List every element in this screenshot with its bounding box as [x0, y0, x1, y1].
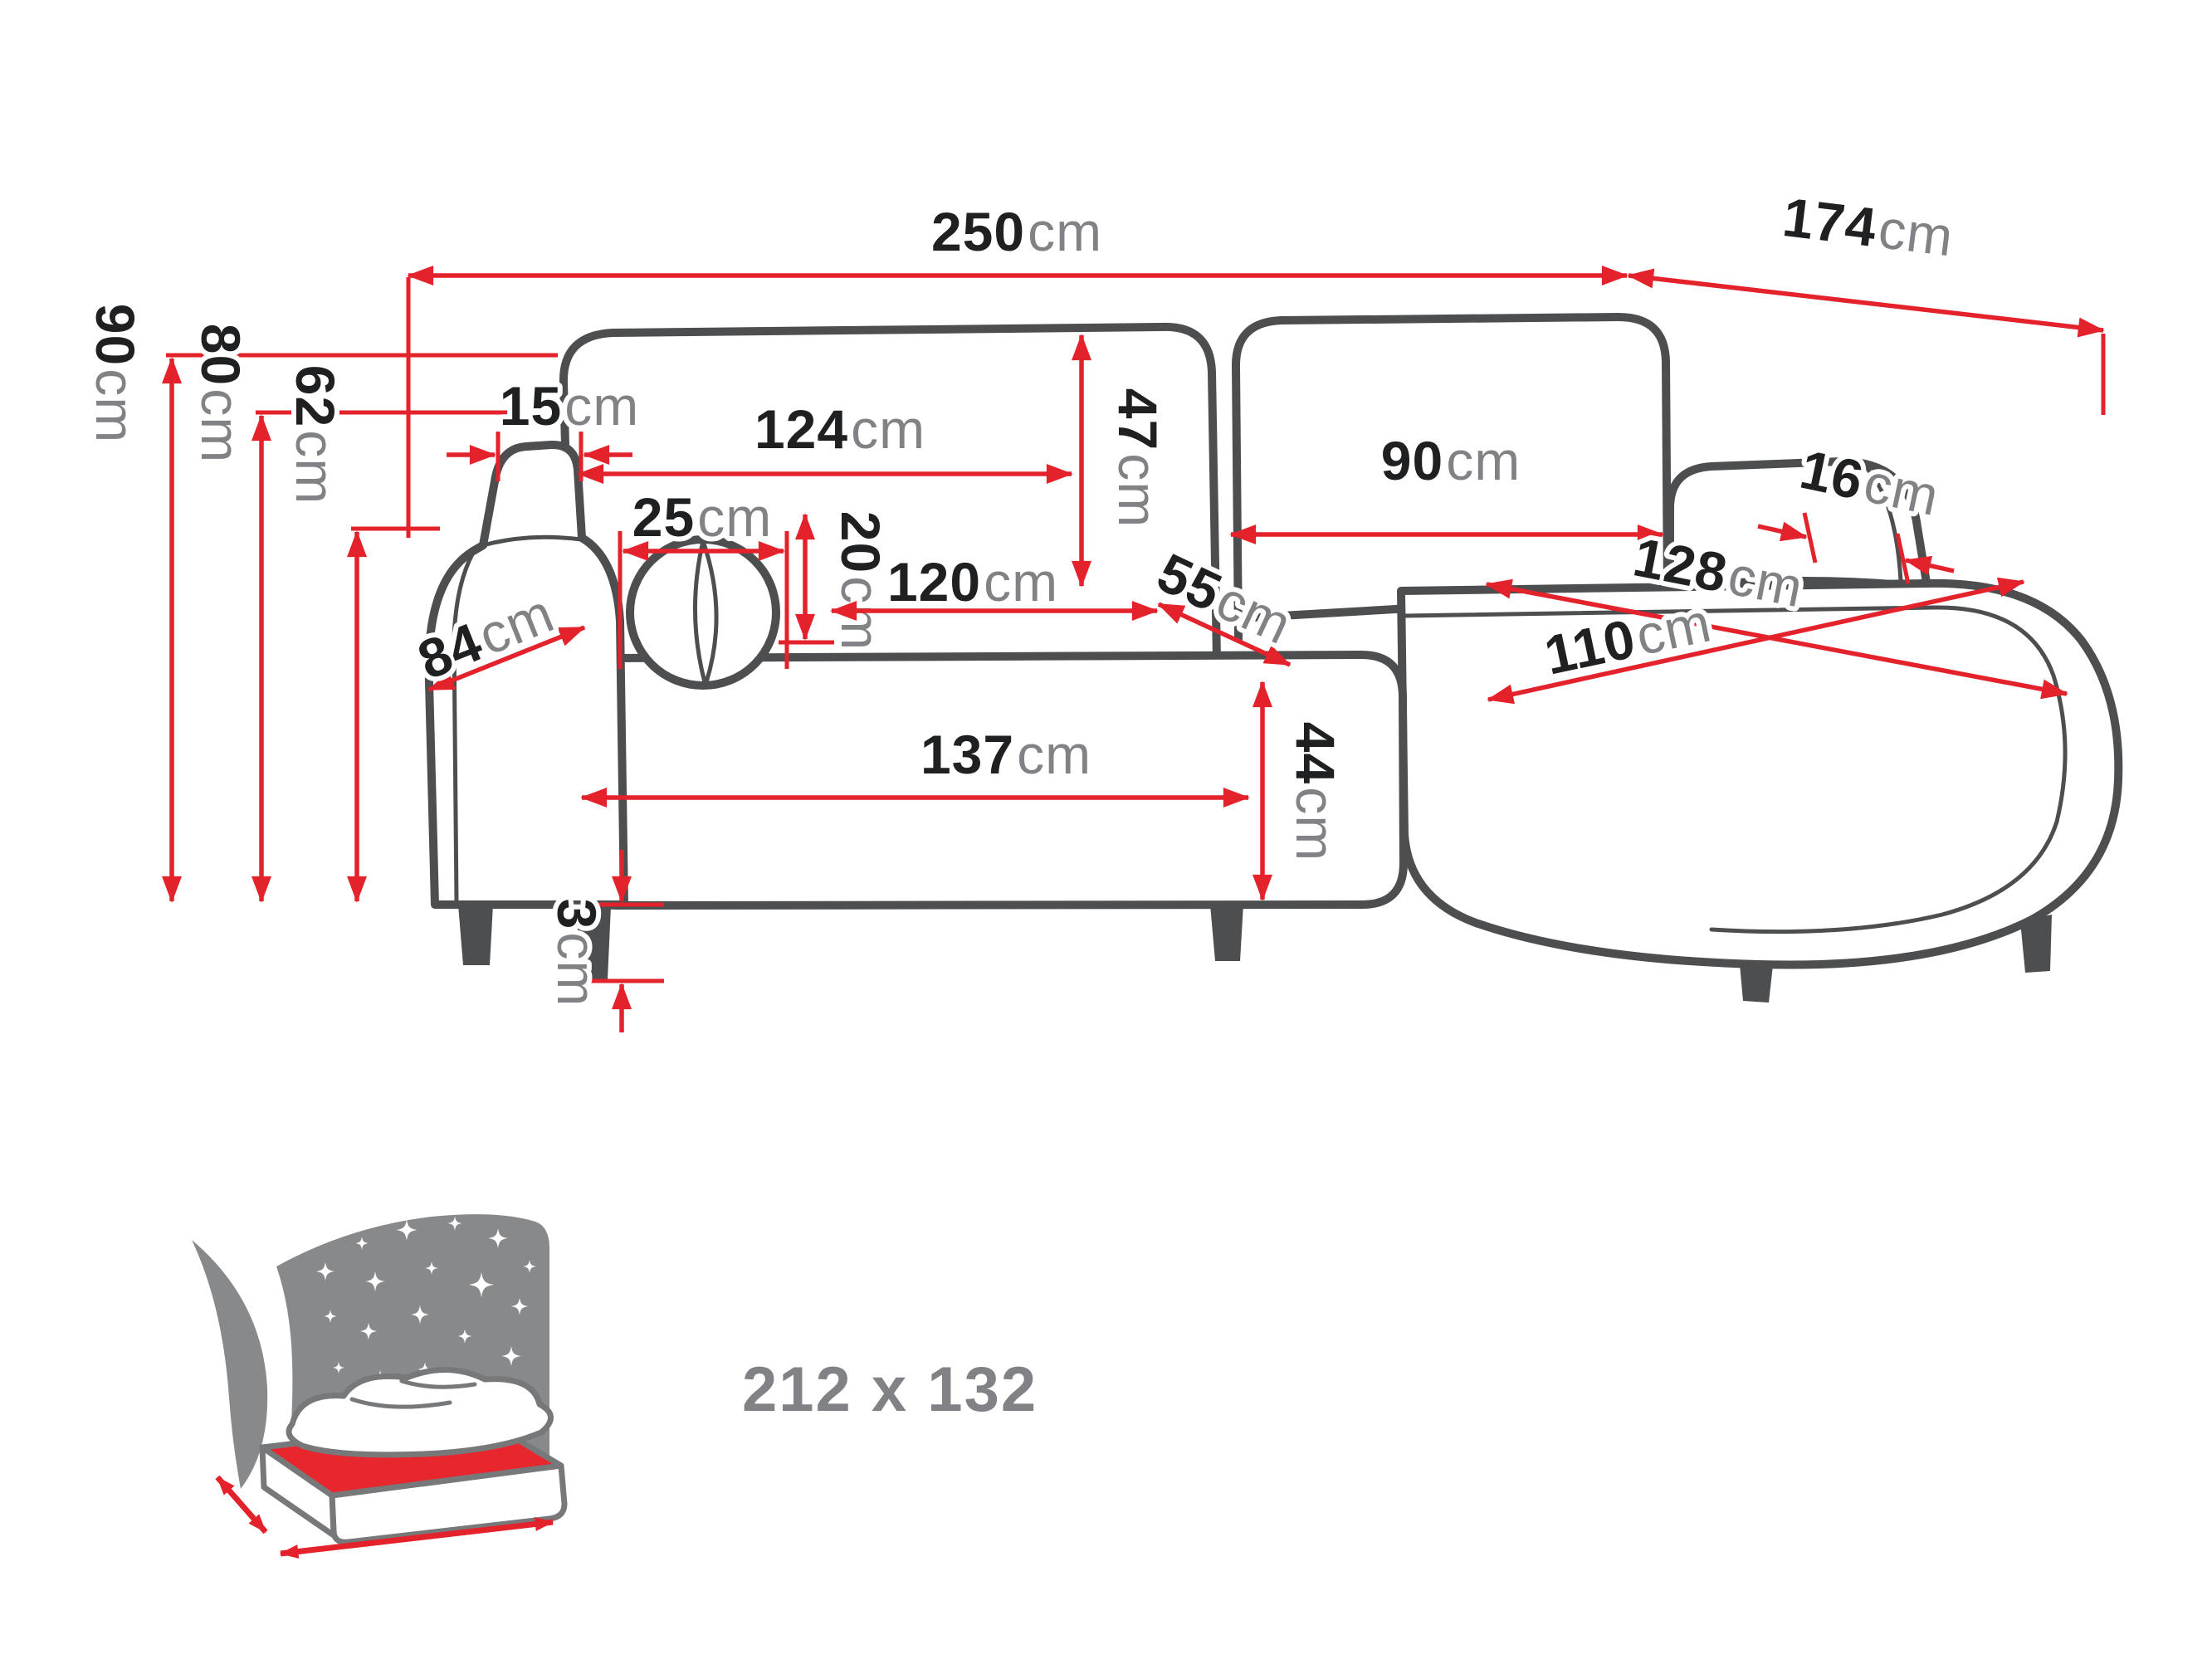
sleeping-area-size: 212 x 132 — [742, 1354, 1038, 1425]
sofa-leg — [576, 906, 611, 979]
dim-label-chaise-width: 110cm — [1540, 591, 1716, 686]
dim-label-armrest-height: 62cm — [285, 365, 346, 505]
dim-label-right-back-cushion-width: 90cm — [1381, 430, 1521, 491]
dim-right-back-cushion-width: 90cm — [1229, 425, 1664, 544]
dim-total-height: 90cm — [80, 299, 558, 903]
dim-label-bolster-width: 25cm — [632, 486, 772, 548]
dim-total-depth: 174cm — [1627, 181, 2106, 415]
dim-seat-front-width: 137cm — [580, 719, 1250, 808]
dim-leg-height: 3cm — [541, 850, 664, 1032]
sofa-right-armrest-seam — [1861, 462, 1903, 583]
sofa-drawing — [424, 313, 2123, 1003]
bed-width-arrow — [215, 1475, 268, 1535]
dim-label-seat-height: 44cm — [1285, 722, 1346, 861]
dim-seat-width: 120cm — [830, 546, 1159, 621]
duvet — [286, 1366, 554, 1458]
dim-label-total-depth: 174cm — [1780, 186, 1957, 268]
dim-armrest-height: 62cm — [280, 360, 440, 903]
dim-label-bolster-height: 20cm — [830, 511, 891, 651]
dim-bolster-width: 25cm — [618, 481, 789, 669]
dim-armrest-top-width: 15cm — [447, 370, 643, 481]
bed-length-arrow — [279, 1517, 554, 1559]
dim-label-seat-front-width: 137cm — [920, 724, 1091, 785]
dim-label-total-width: 250cm — [931, 201, 1102, 262]
sofa-leg — [458, 905, 493, 965]
sofa-left-armrest-top-seam — [481, 534, 584, 548]
dim-label-seat-width: 120cm — [887, 551, 1058, 612]
sofa-leg — [1210, 905, 1243, 961]
dim-backrest-width: 124cm — [577, 393, 1073, 484]
dim-label-total-height: 90cm — [85, 304, 146, 443]
sofa-leg — [1740, 964, 1773, 1003]
dim-backrest-height: 80cm — [185, 319, 508, 903]
dim-label-leg-height: 3cm — [546, 899, 608, 1008]
dim-label-back-cushion-height: 47cm — [1107, 388, 1169, 528]
moon-sliver — [192, 1240, 268, 1489]
sofa-bolster-pillow — [626, 535, 780, 690]
dim-total-width: 250cm — [406, 196, 1628, 538]
dim-seat-height: 44cm — [1252, 681, 1351, 901]
dim-label-armrest-top-width: 15cm — [500, 375, 639, 437]
sofa-back-cushion-right — [1231, 313, 1672, 643]
sleeping-function-icon: 212 x 132 — [192, 1214, 1038, 1559]
dim-back-cushion-height: 47cm — [1072, 334, 1174, 588]
dim-label-backrest-height: 80cm — [190, 324, 251, 463]
dim-label-backrest-width: 124cm — [754, 398, 925, 460]
sofa-leg — [2020, 915, 2052, 973]
dim-chaise-width: 110cm — [1487, 577, 2025, 705]
duvet-folds — [349, 1378, 477, 1409]
